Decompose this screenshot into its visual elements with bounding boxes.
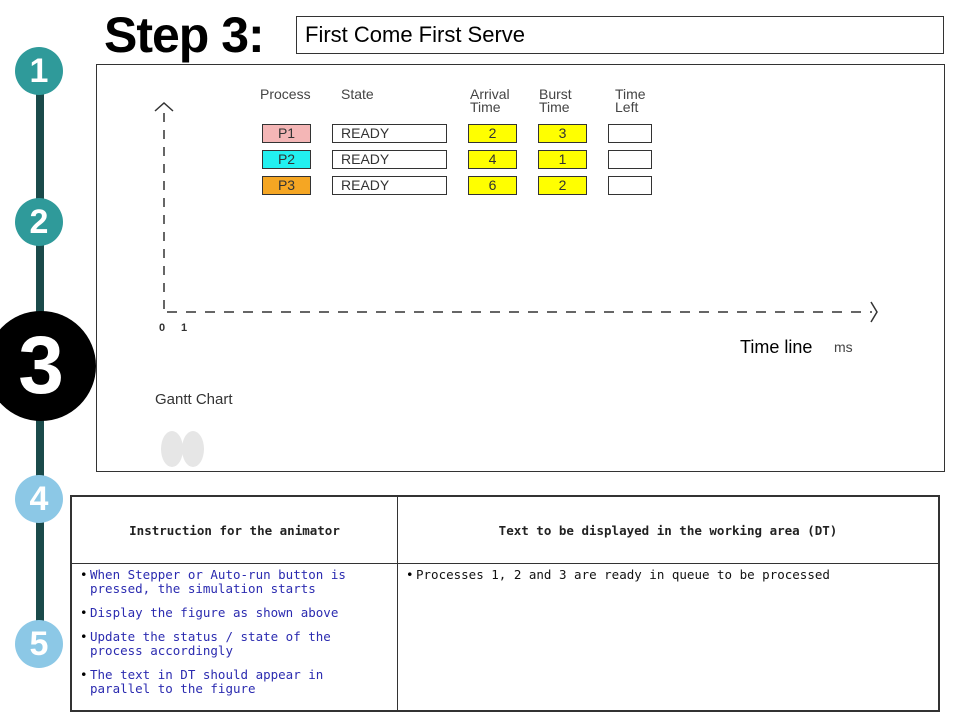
animator-instructions: When Stepper or Auto-run button is press… [70, 563, 398, 712]
process-p3-cell: P3 [262, 176, 311, 195]
process-p3-arrival: 6 [468, 176, 517, 195]
instruction-table: Instruction for the animator Text to be … [70, 495, 940, 712]
sound-icon-left [161, 431, 183, 467]
sound-icon-right [182, 431, 204, 467]
process-p1-cell: P1 [262, 124, 311, 143]
timeline-tick-1: 1 [181, 322, 188, 334]
process-p3-burst: 2 [538, 176, 587, 195]
process-p1-arrival: 2 [468, 124, 517, 143]
timeline-unit: ms [834, 339, 853, 355]
display-text-cell: Processes 1, 2 and 3 are ready in queue … [397, 563, 940, 712]
stepper-line-segment [36, 84, 44, 212]
process-p2-burst: 1 [538, 150, 587, 169]
stepper-line-segment [36, 516, 44, 628]
process-p2-arrival: 4 [468, 150, 517, 169]
process-p2-state: READY [332, 150, 447, 169]
animator-instruction-item: The text in DT should appear in parallel… [78, 668, 391, 696]
animator-instruction-item: When Stepper or Auto-run button is press… [78, 568, 391, 596]
page-title: Step 3: [104, 7, 265, 63]
timeline-tick-0: 0 [159, 322, 166, 334]
process-p1-time-left [608, 124, 652, 143]
process-p3-time-left [608, 176, 652, 195]
process-p1-burst: 3 [538, 124, 587, 143]
step-3-button-current[interactable]: 3 [0, 311, 96, 421]
vertical-axis-arrow [154, 101, 174, 112]
timeline-axes [154, 101, 878, 467]
column-header-state: State [341, 86, 374, 102]
process-p2-time-left [608, 150, 652, 169]
timeline-label: Time line [740, 337, 813, 357]
instruction-header: Instruction for the animator [70, 495, 398, 564]
stepper-line-segment [36, 420, 44, 482]
time-axis-arrow [870, 301, 878, 323]
animator-instruction-item: Display the figure as shown above [78, 606, 391, 621]
step-4-button[interactable]: 4 [15, 475, 63, 523]
stepper-line-segment [36, 232, 44, 312]
step-5-button[interactable]: 5 [15, 620, 63, 668]
column-header-process: Process [260, 86, 311, 102]
step-1-button[interactable]: 1 [15, 47, 63, 95]
process-p1-state: READY [332, 124, 447, 143]
process-p2-cell: P2 [262, 150, 311, 169]
display-text-header: Text to be displayed in the working area… [397, 495, 940, 564]
animator-instruction-item: Update the status / state of the process… [78, 630, 391, 658]
gantt-chart-label: Gantt Chart [155, 391, 233, 408]
display-text-item: Processes 1, 2 and 3 are ready in queue … [404, 568, 932, 583]
step-2-button[interactable]: 2 [15, 198, 63, 246]
algorithm-title: First Come First Serve [296, 16, 944, 54]
process-p3-state: READY [332, 176, 447, 195]
